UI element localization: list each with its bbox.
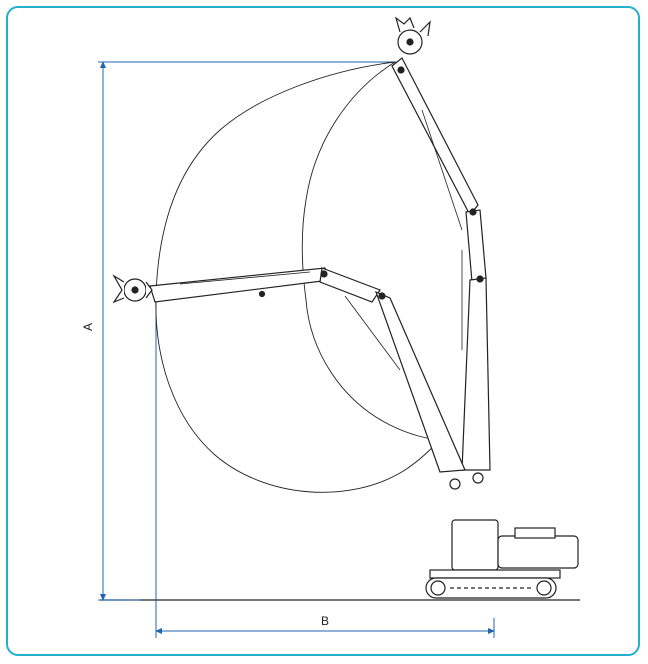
dimension-b-label: B [321, 614, 330, 628]
boom-upright [391, 57, 491, 471]
working-range-envelope [155, 61, 446, 493]
lower-attachment-icon [112, 274, 153, 304]
dimension-a-label: A [81, 322, 96, 332]
upper-attachment-icon [394, 16, 431, 55]
dimension-b [155, 296, 495, 638]
dimension-a [98, 61, 400, 601]
arm-horizontal [149, 267, 466, 473]
excavator-base [425, 472, 579, 599]
